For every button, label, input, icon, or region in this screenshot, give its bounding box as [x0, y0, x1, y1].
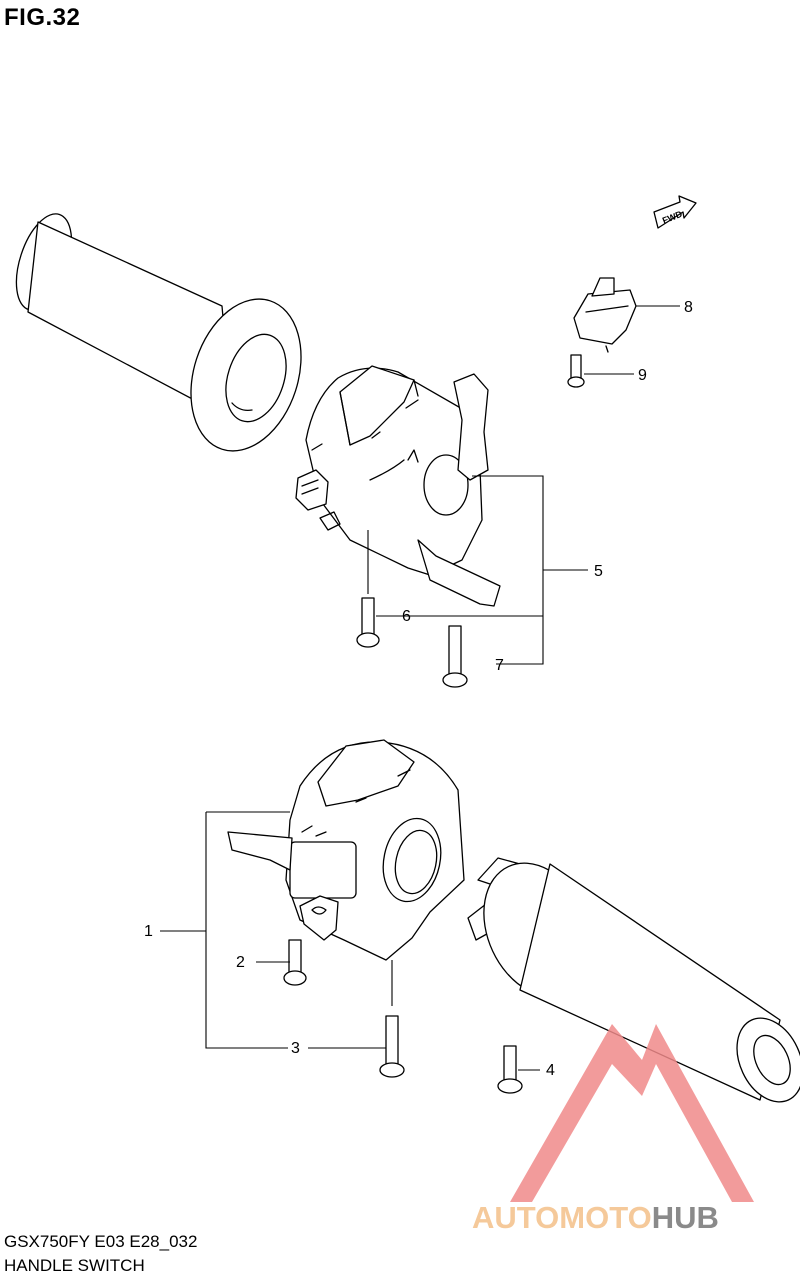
watermark-text-part1: AUTOMOTO: [472, 1200, 652, 1235]
callout-1: 1: [144, 923, 153, 940]
right-switch-assembly: [227, 739, 465, 961]
screw-7: [442, 625, 468, 688]
screw-3: [379, 1015, 405, 1078]
callout-9: 9: [638, 367, 647, 384]
diagram-name: HANDLE SWITCH: [4, 1256, 145, 1275]
screw-9: [567, 354, 585, 388]
screw-6: [356, 597, 380, 648]
right-grip: [467, 857, 800, 1103]
watermark-text-part2: HUB: [652, 1200, 719, 1235]
callout-4: 4: [546, 1062, 555, 1079]
callout-2: 2: [236, 954, 245, 971]
left-grip: [15, 213, 302, 452]
callout-6: 6: [402, 608, 411, 625]
callout-7: 7: [495, 657, 504, 674]
left-switch-assembly: [295, 365, 501, 607]
callout-3: 3: [291, 1040, 300, 1057]
callout-8: 8: [684, 299, 693, 316]
leader-lines: [160, 305, 680, 1071]
figure-title: FIG.32: [4, 4, 81, 31]
screw-4: [497, 1045, 523, 1094]
screw-2: [283, 939, 307, 986]
callout-5: 5: [594, 563, 603, 580]
model-code: GSX750FY E03 E28_032: [4, 1232, 198, 1251]
watermark-text: AUTOMOTOHUB: [472, 1200, 719, 1235]
brake-light-switch: [573, 277, 637, 353]
watermark-logo: [510, 1024, 754, 1202]
fwd-arrow: FWD: [653, 195, 697, 229]
